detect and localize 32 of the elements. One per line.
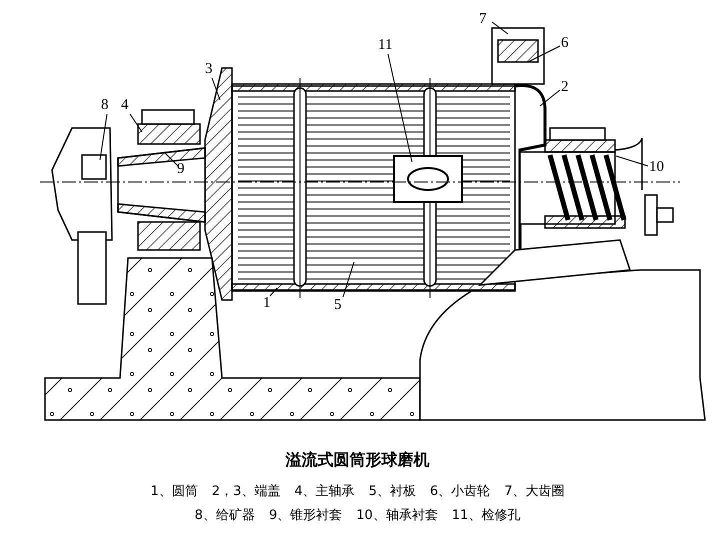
leader-line [388, 54, 412, 162]
legend-item: 10、轴承衬套 [356, 508, 438, 523]
legend-item: 9、锥形衬套 [268, 508, 342, 523]
legend-item: 7、大齿圈 [504, 484, 564, 499]
callout-number: 4 [120, 98, 130, 113]
callout-number: 9 [176, 162, 186, 177]
callout-number: 8 [100, 98, 110, 113]
leader-line [342, 262, 354, 298]
legend-item: 2，3、端盖 [212, 484, 280, 499]
leader-line [492, 22, 508, 34]
leader-line [540, 90, 560, 106]
legend-item: 11、检修孔 [452, 508, 520, 523]
legend-item: 4、主轴承 [294, 484, 355, 499]
diagram-title: 溢流式圆筒形球磨机 [284, 450, 430, 471]
legend-item: 1、圆筒 [150, 484, 198, 499]
callout-number: 7 [478, 12, 488, 27]
callout-number: 10 [648, 160, 665, 175]
leader-line [212, 78, 220, 100]
callout-number: 11 [377, 38, 394, 53]
leader-line [616, 156, 648, 166]
legend-item: 6、小齿轮 [430, 484, 490, 499]
legend-item: 8、给矿器 [194, 508, 255, 523]
leader-line [164, 152, 178, 166]
callout-number: 6 [560, 36, 570, 51]
leader-line [528, 46, 560, 62]
callout-number: 2 [560, 80, 570, 95]
callout-number: 5 [333, 298, 342, 313]
leader-line [270, 288, 278, 296]
callout-number: 3 [204, 62, 214, 77]
callout-number: 1 [262, 296, 272, 311]
leader-line [130, 114, 142, 132]
legend-item: 5、衬板 [368, 484, 416, 499]
